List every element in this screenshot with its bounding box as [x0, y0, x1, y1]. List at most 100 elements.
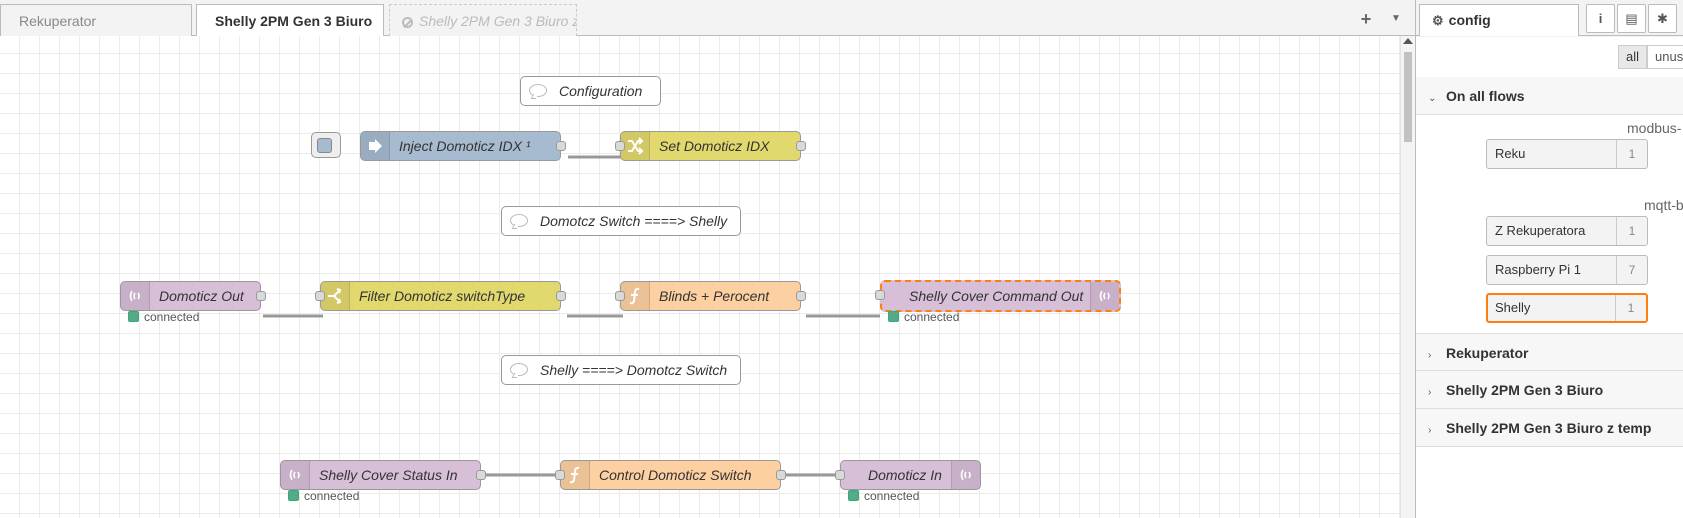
- config-panel: all unus ⌄On all flows modbus- Reku 1 mq…: [1416, 37, 1683, 518]
- canvas-vertical-scrollbar[interactable]: [1400, 36, 1415, 518]
- function-node-blinds[interactable]: Blinds + Perocent: [615, 281, 806, 311]
- mqtt-out-node-cover-command[interactable]: Shelly Cover Command Out: [875, 280, 1121, 312]
- mqtt-in-node-cover-status[interactable]: Shelly Cover Status In: [280, 460, 486, 490]
- workspace-tab-bar: Rekuperator Shelly 2PM Gen 3 Biuro Shell…: [0, 0, 1415, 37]
- function-node-control-switch[interactable]: Control Domoticz Switch: [555, 460, 786, 490]
- function-icon: [621, 282, 650, 310]
- output-port[interactable]: [556, 141, 566, 151]
- scroll-up-icon[interactable]: [1403, 38, 1413, 44]
- node-label: Configuration: [559, 83, 643, 99]
- node-label: Control Domoticz Switch: [599, 467, 752, 483]
- function-icon: [561, 461, 590, 489]
- output-port[interactable]: [796, 291, 806, 301]
- node-label: Shelly ====> Domotcz Switch: [540, 362, 728, 378]
- input-port[interactable]: [615, 291, 625, 301]
- tab-rekuperator[interactable]: Rekuperator: [0, 4, 192, 36]
- signal-icon: [1090, 282, 1119, 310]
- inject-button-icon: [317, 138, 332, 153]
- node-label: Domoticz Out: [159, 288, 244, 304]
- input-port[interactable]: [315, 291, 325, 301]
- config-node-shelly[interactable]: Shelly 1: [1486, 293, 1648, 323]
- input-port[interactable]: [555, 470, 565, 480]
- signal-icon: [951, 461, 980, 489]
- comment-node-domoticz-to-shelly[interactable]: Domotcz Switch ====> Shelly: [501, 206, 741, 236]
- tab-shelly-biuro[interactable]: Shelly 2PM Gen 3 Biuro: [196, 4, 384, 37]
- shuffle-icon: [621, 132, 650, 160]
- node-status: connected: [128, 310, 199, 324]
- tab-label: Shelly 2PM Gen 3 Biuro z: [419, 13, 577, 29]
- status-text: connected: [864, 489, 920, 503]
- node-label: Shelly Cover Command Out: [909, 288, 1084, 304]
- comment-node-shelly-to-domoticz[interactable]: Shelly ====> Domotcz Switch: [501, 355, 741, 385]
- comment-icon: [529, 84, 547, 97]
- inject-trigger-button[interactable]: [311, 132, 341, 158]
- chevron-down-icon: ⌄: [1428, 93, 1437, 104]
- sidebar-tab-config[interactable]: ⚙config: [1419, 4, 1579, 36]
- node-status: connected: [848, 489, 919, 503]
- section-rekuperator[interactable]: ›Rekuperator: [1416, 333, 1683, 371]
- config-node-reku[interactable]: Reku 1: [1486, 139, 1648, 169]
- tab-shelly-biuro-temp[interactable]: Shelly 2PM Gen 3 Biuro z: [389, 4, 577, 36]
- category-label-mqtt: mqtt-b: [1644, 197, 1683, 213]
- config-label: Shelly: [1495, 300, 1531, 315]
- comment-icon: [510, 363, 528, 376]
- chevron-down-icon[interactable]: ▼: [1391, 13, 1401, 24]
- book-icon[interactable]: ▤: [1617, 4, 1646, 33]
- status-dot: [288, 490, 299, 501]
- node-label: Set Domoticz IDX: [659, 138, 770, 154]
- config-node-raspberry-pi[interactable]: Raspberry Pi 1 7: [1486, 255, 1648, 285]
- input-port[interactable]: [615, 141, 625, 151]
- status-text: connected: [904, 310, 960, 324]
- node-label: Filter Domoticz switchType: [359, 288, 526, 304]
- config-label: Reku: [1495, 146, 1526, 161]
- comment-node-configuration[interactable]: Configuration: [520, 76, 661, 106]
- bug-icon[interactable]: ✱: [1648, 4, 1677, 33]
- flow-canvas[interactable]: Configuration Domotcz Switch ====> Shell…: [0, 36, 1400, 518]
- switch-node-filter[interactable]: Filter Domoticz switchType: [315, 281, 566, 311]
- node-label: Shelly Cover Status In: [319, 467, 458, 483]
- signal-icon: [281, 461, 310, 489]
- output-port[interactable]: [256, 291, 266, 301]
- filter-unused-button[interactable]: unus: [1647, 45, 1683, 69]
- section-shelly-biuro[interactable]: › Shelly 2PM Gen 3 Biuro: [1416, 371, 1683, 409]
- filter-all-button[interactable]: all: [1618, 45, 1648, 69]
- status-dot: [848, 490, 859, 501]
- config-label: Raspberry Pi 1: [1495, 262, 1581, 277]
- node-label: Inject Domoticz IDX ¹: [399, 138, 531, 154]
- inject-node[interactable]: Inject Domoticz IDX ¹: [360, 131, 566, 161]
- signal-icon: [121, 282, 150, 310]
- input-port[interactable]: [875, 290, 885, 300]
- section-label: Shelly 2PM Gen 3 Biuro: [1446, 382, 1604, 398]
- node-status: connected: [888, 310, 959, 324]
- status-dot: [128, 311, 139, 322]
- category-label-modbus: modbus-: [1627, 120, 1682, 136]
- domoticz-in-node[interactable]: Domoticz In: [835, 460, 981, 490]
- comment-icon: [510, 214, 528, 227]
- workspace: Rekuperator Shelly 2PM Gen 3 Biuro Shell…: [0, 0, 1416, 518]
- sidebar-tab-bar: ⚙config i ▤ ✱: [1416, 0, 1683, 36]
- info-icon[interactable]: i: [1586, 4, 1615, 33]
- sidebar-tab-label: config: [1448, 12, 1491, 28]
- config-node-z-rekuperatora[interactable]: Z Rekuperatora 1: [1486, 216, 1648, 246]
- section-label: Rekuperator: [1446, 345, 1529, 361]
- wires: [263, 155, 880, 477]
- section-label: Shelly 2PM Gen 3 Biuro z temp: [1446, 420, 1652, 436]
- chevron-right-icon: ›: [1428, 387, 1432, 398]
- output-port[interactable]: [556, 291, 566, 301]
- output-port[interactable]: [796, 141, 806, 151]
- status-text: connected: [144, 310, 200, 324]
- node-label: Domotcz Switch ====> Shelly: [540, 213, 728, 229]
- section-on-all-flows[interactable]: ⌄On all flows: [1416, 77, 1683, 115]
- plus-icon[interactable]: +: [1360, 9, 1372, 29]
- usage-count: 1: [1616, 217, 1647, 245]
- change-node-set-idx[interactable]: Set Domoticz IDX: [615, 131, 806, 161]
- scrollbar-thumb[interactable]: [1404, 52, 1412, 142]
- output-port[interactable]: [476, 470, 486, 480]
- usage-count: 7: [1616, 256, 1647, 284]
- section-shelly-biuro-temp[interactable]: ›Shelly 2PM Gen 3 Biuro z temp: [1416, 409, 1683, 447]
- switch-icon: [321, 282, 350, 310]
- disabled-icon: [402, 17, 413, 28]
- output-port[interactable]: [776, 470, 786, 480]
- domoticz-out-node[interactable]: Domoticz Out: [120, 281, 266, 311]
- input-port[interactable]: [835, 470, 845, 480]
